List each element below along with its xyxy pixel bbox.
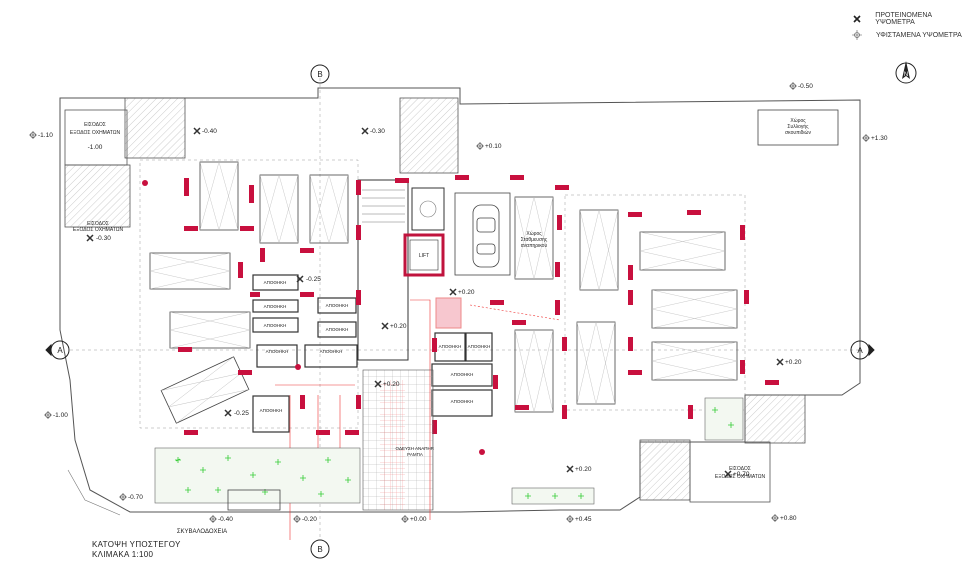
legend-row-proposed: ΠΡΟΤΕΙΝΟΜΕΝΑ ΥΨΟΜΕΤΡΑ (852, 11, 966, 27)
accessible-parking-label: αναπηρικού (521, 242, 548, 249)
core (357, 179, 462, 361)
level-label: -0.30 (370, 128, 385, 135)
drawing-title: ΚΑΤΟΨΗ ΥΠΟΣΤΕΓΟΥ (92, 540, 181, 549)
level-label: +0.45 (575, 516, 592, 523)
waste-room-label: σκουπιδιών (785, 129, 811, 136)
storage-label: ΑΠΟΘΗΚΗ (266, 349, 289, 354)
accessible-parking-label: Χώρος (526, 230, 542, 237)
level-label: -0.20 (302, 516, 317, 523)
level-label: +0.20 (785, 359, 802, 366)
entrance-left-label: ΕΞΟΔΟΣ ΟΧΗΜΑΤΩΝ (73, 227, 124, 233)
storage-label: ΑΠΟΘΗΚΗ (468, 344, 491, 349)
section-markers (45, 64, 875, 559)
entrance-left-label: ΕΙΣΟΔΟΣ (87, 221, 109, 227)
storage-label: ΑΠΟΘΗΚΗ (320, 349, 343, 354)
legend-row-existing: ΥΦΙΣΤΑΜΕΝΑ ΥΨΟΜΕΤΡΑ (852, 27, 966, 43)
level-label: -0.30 (96, 235, 111, 242)
parking-spaces (149, 109, 839, 424)
storage-label: ΑΠΟΘΗΚΗ (326, 303, 349, 308)
level-label: -0.40 (202, 128, 217, 135)
level-label: +1.30 (871, 135, 888, 142)
storage-label: ΑΠΟΘΗΚΗ (451, 372, 474, 377)
entrance-right-box (689, 441, 771, 503)
entrance-right-label: ΕΞΟΔΟΣ ΟΧΗΜΑΤΩΝ (715, 474, 766, 480)
level-label: +0.20 (383, 381, 400, 388)
storage-label: ΑΠΟΘΗΚΗ (451, 399, 474, 404)
pedestrian-path (362, 369, 434, 511)
entrance-left-box (64, 109, 128, 166)
waste-room-label: Χώρος (790, 117, 806, 124)
level-label: -0.40 (218, 516, 233, 523)
section-b-top: B (317, 70, 322, 79)
level-label: -0.70 (128, 494, 143, 501)
entrance-left-label: ΕΞΟΔΟΣ ΟΧΗΜΑΤΩΝ (70, 130, 121, 136)
legend: ΠΡΟΤΕΙΝΟΜΕΝΑ ΥΨΟΜΕΤΡΑ ΥΦΙΣΤΑΜΕΝΑ ΥΨΟΜΕΤΡ… (852, 11, 966, 43)
level-label: -1.00 (53, 412, 68, 419)
level-label: -0.25 (234, 410, 249, 417)
entrance-left-level: -1.00 (88, 144, 103, 151)
drawing-scale: ΚΛΙΜΑΚΑ 1:100 (92, 550, 154, 559)
storage-label: ΑΠΟΘΗΚΗ (439, 344, 462, 349)
level-label: +0.20 (458, 289, 475, 296)
section-b-bottom: B (317, 545, 322, 554)
landscaping (154, 397, 744, 505)
lift-label: LIFT (419, 253, 429, 259)
level-label: +0.80 (780, 515, 797, 522)
storage-label: ΑΠΟΘΗΚΗ (264, 323, 287, 328)
waste-room-label: Συλλογής (787, 123, 809, 130)
car-icon (472, 204, 500, 268)
existing-level-icon (852, 30, 862, 40)
storage-label: ΑΠΟΘΗΚΗ (264, 304, 287, 309)
ramp-label: ΡΑΜΠΑ (407, 452, 423, 457)
accessible-parking-label: Στάθμευσης (521, 236, 548, 243)
svg-text:N: N (904, 72, 908, 78)
level-markers (29, 82, 870, 523)
columns (142, 175, 779, 455)
storage-label: ΑΠΟΘΗΚΗ (326, 327, 349, 332)
proposed-level-icon (852, 14, 861, 24)
legend-proposed-label: ΠΡΟΤΕΙΝΟΜΕΝΑ ΥΨΟΜΕΤΡΑ (875, 12, 932, 26)
section-a-right: A (857, 346, 863, 355)
level-label: +0.10 (485, 143, 502, 150)
level-label: +0.00 (410, 516, 427, 523)
title-block: ΚΑΤΟΨΗ ΥΠΟΣΤΕΓΟΥ ΚΛΙΜΑΚΑ 1:100 (92, 540, 181, 560)
ramp-label: ΟΔΕΥΣΗ ΑΝΑΠΗΡ. (396, 446, 435, 451)
level-label: -1.10 (38, 132, 53, 139)
north-arrow-icon: N (895, 61, 917, 84)
level-label: -0.25 (306, 276, 321, 283)
level-label: -0.50 (798, 83, 813, 90)
ramps (64, 97, 806, 501)
level-label: +0.70 (733, 471, 750, 478)
bins-label: ΣΚΥΒΑΛΟΔΟΧΕΙΑ (177, 529, 227, 535)
level-label: +0.20 (390, 323, 407, 330)
section-a-left: A (57, 346, 63, 355)
level-label: +0.20 (575, 466, 592, 473)
storage-label: ΑΠΟΘΗΚΗ (264, 280, 287, 285)
legend-existing-label: ΥΦΙΣΤΑΜΕΝΑ ΥΨΟΜΕΤΡΑ (876, 31, 962, 39)
storage-label: ΑΠΟΘΗΚΗ (260, 408, 283, 413)
bins-enclosure (227, 489, 281, 511)
entrance-right-label: ΕΙΣΟΔΟΣ (729, 466, 751, 472)
entrance-left-label: ΕΙΣΟΔΟΣ (84, 122, 106, 128)
